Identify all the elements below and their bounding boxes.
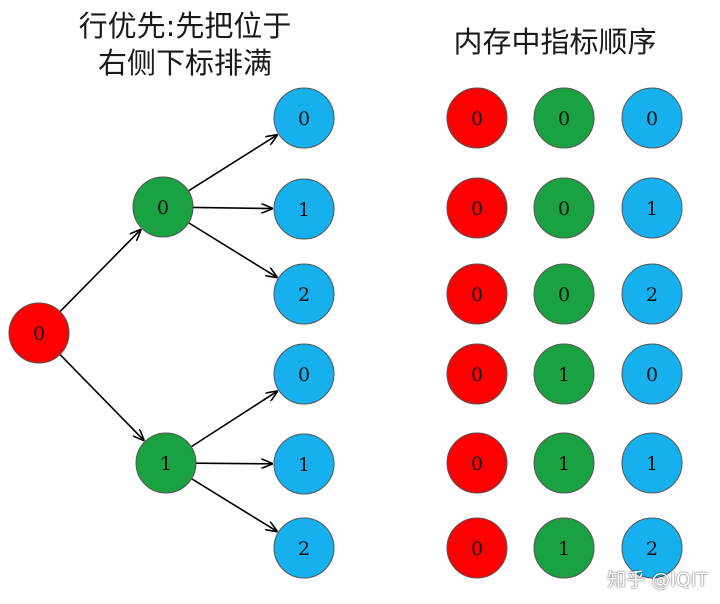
memory-cell-r4-c2-label: 1: [646, 453, 658, 475]
memory-cell-r0-c2-label: 0: [646, 108, 658, 130]
memory-cell-r5-c0-circle: [446, 517, 508, 579]
memory-cell-r4-c1-label: 1: [558, 453, 570, 475]
memory-cell-r4-c0-circle: [446, 432, 508, 494]
tree-leaf-node-0-1-label: 1: [298, 199, 310, 221]
tree-level1-node-0-circle: [132, 176, 194, 238]
tree-leaf-node-1-0-circle: [273, 343, 335, 405]
memory-cell-r4-c1: 1: [533, 432, 595, 494]
tree-leaf-node-1-0-label: 0: [298, 364, 310, 386]
memory-cell-r2-c0: 0: [446, 263, 508, 325]
tree-edges: [59, 135, 277, 531]
memory-cell-r0-c1-circle: [533, 87, 595, 149]
memory-cell-r3-c1: 1: [533, 343, 595, 405]
memory-cell-r4-c0: 0: [446, 432, 508, 494]
tree-level1-node-1-circle: [135, 432, 197, 494]
memory-cell-r1-c0: 0: [446, 177, 508, 239]
memory-cell-r4-c0-label: 0: [471, 453, 483, 475]
tree-leaf-node-1-1: 1: [273, 433, 335, 495]
tree-leaf-node-0-2: 2: [273, 263, 335, 325]
tree-level1-node-0: 0: [132, 176, 194, 238]
memory-cell-r1-c1-circle: [533, 177, 595, 239]
tree-leaf-node-1-2-circle: [273, 517, 335, 579]
memory-cell-r1-c0-circle: [446, 177, 508, 239]
tree-leaf-node-0-1: 1: [273, 178, 335, 240]
memory-order-grid: 0 0 0 0 0 1 0 0 2 0 1 0 0 1 1 0 1 2: [446, 87, 683, 579]
tree-leaf-node-1-2: 2: [273, 517, 335, 579]
memory-cell-r2-c0-label: 0: [471, 284, 483, 306]
tree-leaf-node-0-0-label: 0: [298, 108, 310, 130]
memory-cell-r0-c0-label: 0: [471, 108, 483, 130]
tree-leaf-node-0-1-circle: [273, 178, 335, 240]
memory-cell-r0-c2: 0: [621, 87, 683, 149]
tree-level1-node-0-label: 0: [157, 197, 169, 219]
edge-level1-1-to-leaf-2: [191, 478, 277, 531]
memory-cell-r2-c1-circle: [533, 263, 595, 325]
memory-cell-r5-c1-label: 1: [558, 538, 570, 560]
edge-level1-1-to-leaf-0: [190, 391, 277, 448]
left-title-line1: 行优先:先把位于: [78, 9, 292, 43]
edge-level1-0-to-leaf-1: [192, 207, 272, 208]
tree-leaf-node-1-2-label: 2: [298, 538, 310, 560]
memory-cell-r0-c0-circle: [446, 87, 508, 149]
memory-cell-r4-c2-circle: [621, 432, 683, 494]
memory-cell-r5-c1: 1: [533, 517, 595, 579]
tree-root-node-circle: [8, 302, 70, 364]
memory-cell-r2-c2: 2: [621, 263, 683, 325]
memory-cell-r1-c1: 0: [533, 177, 595, 239]
memory-cell-r3-c1-label: 1: [558, 364, 570, 386]
tree-level1-node-1: 1: [135, 432, 197, 494]
memory-cell-r3-c2-label: 0: [646, 364, 658, 386]
tree-leaf-node-0-2-label: 2: [298, 284, 310, 306]
memory-cell-r4-c1-circle: [533, 432, 595, 494]
memory-cell-r1-c1-label: 0: [558, 198, 570, 220]
tree-leaf-node-0-2-circle: [273, 263, 335, 325]
memory-cell-r4-c2: 1: [621, 432, 683, 494]
memory-cell-r1-c2-label: 1: [646, 198, 658, 220]
memory-cell-r5-c0: 0: [446, 517, 508, 579]
right-title: 内存中指标顺序: [453, 25, 657, 59]
memory-cell-r0-c1: 0: [533, 87, 595, 149]
tree-nodes: 0 0 0 1 2 1 0 1 2: [8, 87, 335, 579]
tree-leaf-node-0-0-circle: [273, 87, 335, 149]
memory-cell-r3-c0: 0: [446, 343, 508, 405]
left-title-line2: 右侧下标排满: [97, 46, 272, 80]
memory-cell-r5-c2-circle: [621, 517, 683, 579]
memory-cell-r3-c0-circle: [446, 343, 508, 405]
tree-root-node-label: 0: [33, 323, 45, 345]
tree-root-node: 0: [8, 302, 70, 364]
memory-cell-r2-c1-label: 0: [558, 284, 570, 306]
edge-level1-0-to-leaf-0: [187, 135, 277, 192]
memory-cell-r0-c2-circle: [621, 87, 683, 149]
memory-cell-r2-c2-label: 2: [646, 284, 658, 306]
edge-root-to-level1-0: [59, 230, 141, 313]
memory-cell-r1-c0-label: 0: [471, 198, 483, 220]
memory-cell-r3-c2: 0: [621, 343, 683, 405]
memory-cell-r5-c1-circle: [533, 517, 595, 579]
memory-cell-r3-c0-label: 0: [471, 364, 483, 386]
memory-cell-r1-c2-circle: [621, 177, 683, 239]
memory-cell-r2-c2-circle: [621, 263, 683, 325]
memory-cell-r1-c2: 1: [621, 177, 683, 239]
tree-leaf-node-1-1-circle: [273, 433, 335, 495]
memory-cell-r5-c2-label: 2: [646, 538, 658, 560]
memory-cell-r2-c1: 0: [533, 263, 595, 325]
tree-level1-node-1-label: 1: [160, 453, 172, 475]
edge-level1-0-to-leaf-2: [188, 222, 277, 277]
watermark: 知乎 @IQIT: [607, 569, 708, 591]
memory-cell-r2-c0-circle: [446, 263, 508, 325]
memory-cell-r3-c1-circle: [533, 343, 595, 405]
edge-root-to-level1-1: [59, 353, 144, 440]
tree-leaf-node-0-0: 0: [273, 87, 335, 149]
tree-leaf-node-1-1-label: 1: [298, 454, 310, 476]
tree-leaf-node-1-0: 0: [273, 343, 335, 405]
memory-cell-r3-c2-circle: [621, 343, 683, 405]
memory-cell-r5-c2: 2: [621, 517, 683, 579]
memory-cell-r0-c1-label: 0: [558, 108, 570, 130]
edge-level1-1-to-leaf-1: [195, 463, 272, 464]
memory-cell-r0-c0: 0: [446, 87, 508, 149]
left-title: 行优先:先把位于 右侧下标排满: [60, 8, 310, 82]
memory-cell-r5-c0-label: 0: [471, 538, 483, 560]
